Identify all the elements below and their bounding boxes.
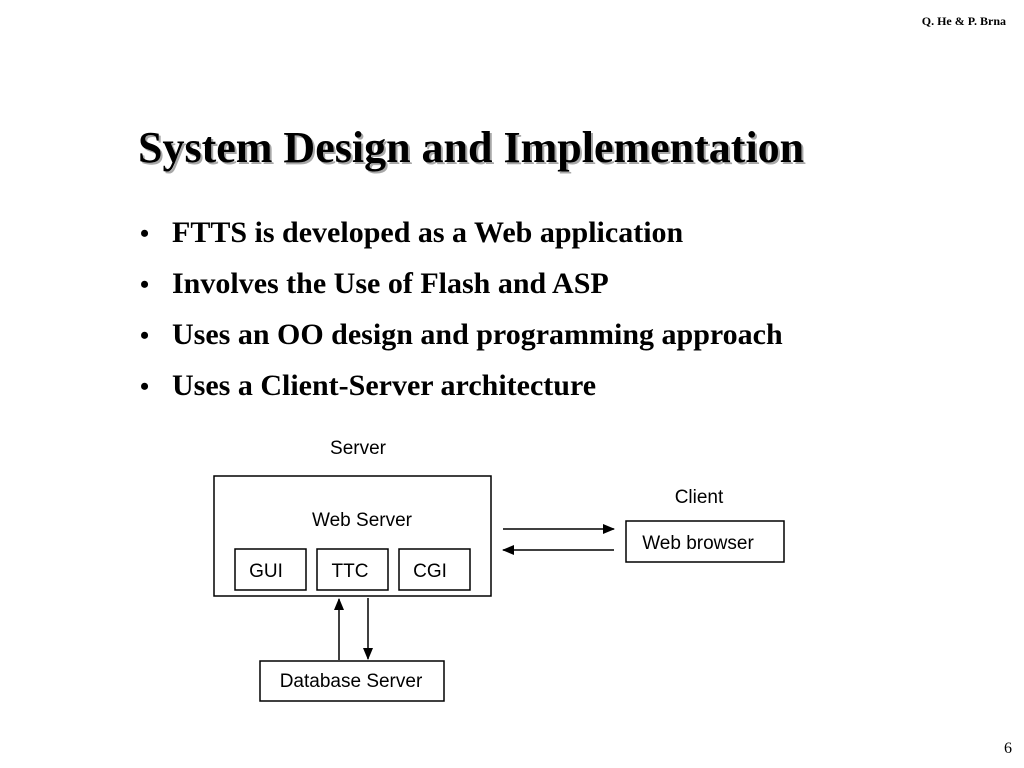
bullet-list: • FTTS is developed as a Web application… [140,210,783,414]
web-browser-box [625,520,785,563]
ttc-module-box [316,548,389,591]
cgi-module-label: CGI [413,561,447,582]
database-server-label: Database Server [280,671,423,692]
bullet-text: Involves the Use of Flash and ASP [172,267,609,300]
gui-module-box [234,548,307,591]
bullet-text: Uses an OO design and programming approa… [172,318,783,351]
page-number: 6 [1004,740,1012,757]
bullet-dot-icon: • [140,321,150,350]
bullet-text: Uses a Client-Server architecture [172,369,597,402]
bullet-text: FTTS is developed as a Web application [172,216,684,249]
gui-module-label: GUI [249,561,283,582]
bullet-dot-icon: • [140,219,150,248]
cgi-module-box [398,548,471,591]
bullet-item: • Uses an OO design and programming appr… [140,312,783,363]
bullet-item: • Uses a Client-Server architecture [140,363,783,414]
web-browser-label: Web browser [642,533,754,554]
server-box [213,475,492,597]
bullet-dot-icon: • [140,372,150,401]
database-server-box [259,660,445,702]
server-label: Server [330,438,387,459]
client-label: Client [675,487,724,508]
ttc-module-label: TTC [332,561,369,582]
bullet-dot-icon: • [140,270,150,299]
slide-title: System Design and Implementation [138,123,805,172]
bullet-item: • Involves the Use of Flash and ASP [140,261,783,312]
web-server-label: Web Server [312,510,413,531]
bullet-item: • FTTS is developed as a Web application [140,210,783,261]
author-credit: Q. He & P. Brna [921,14,1006,28]
